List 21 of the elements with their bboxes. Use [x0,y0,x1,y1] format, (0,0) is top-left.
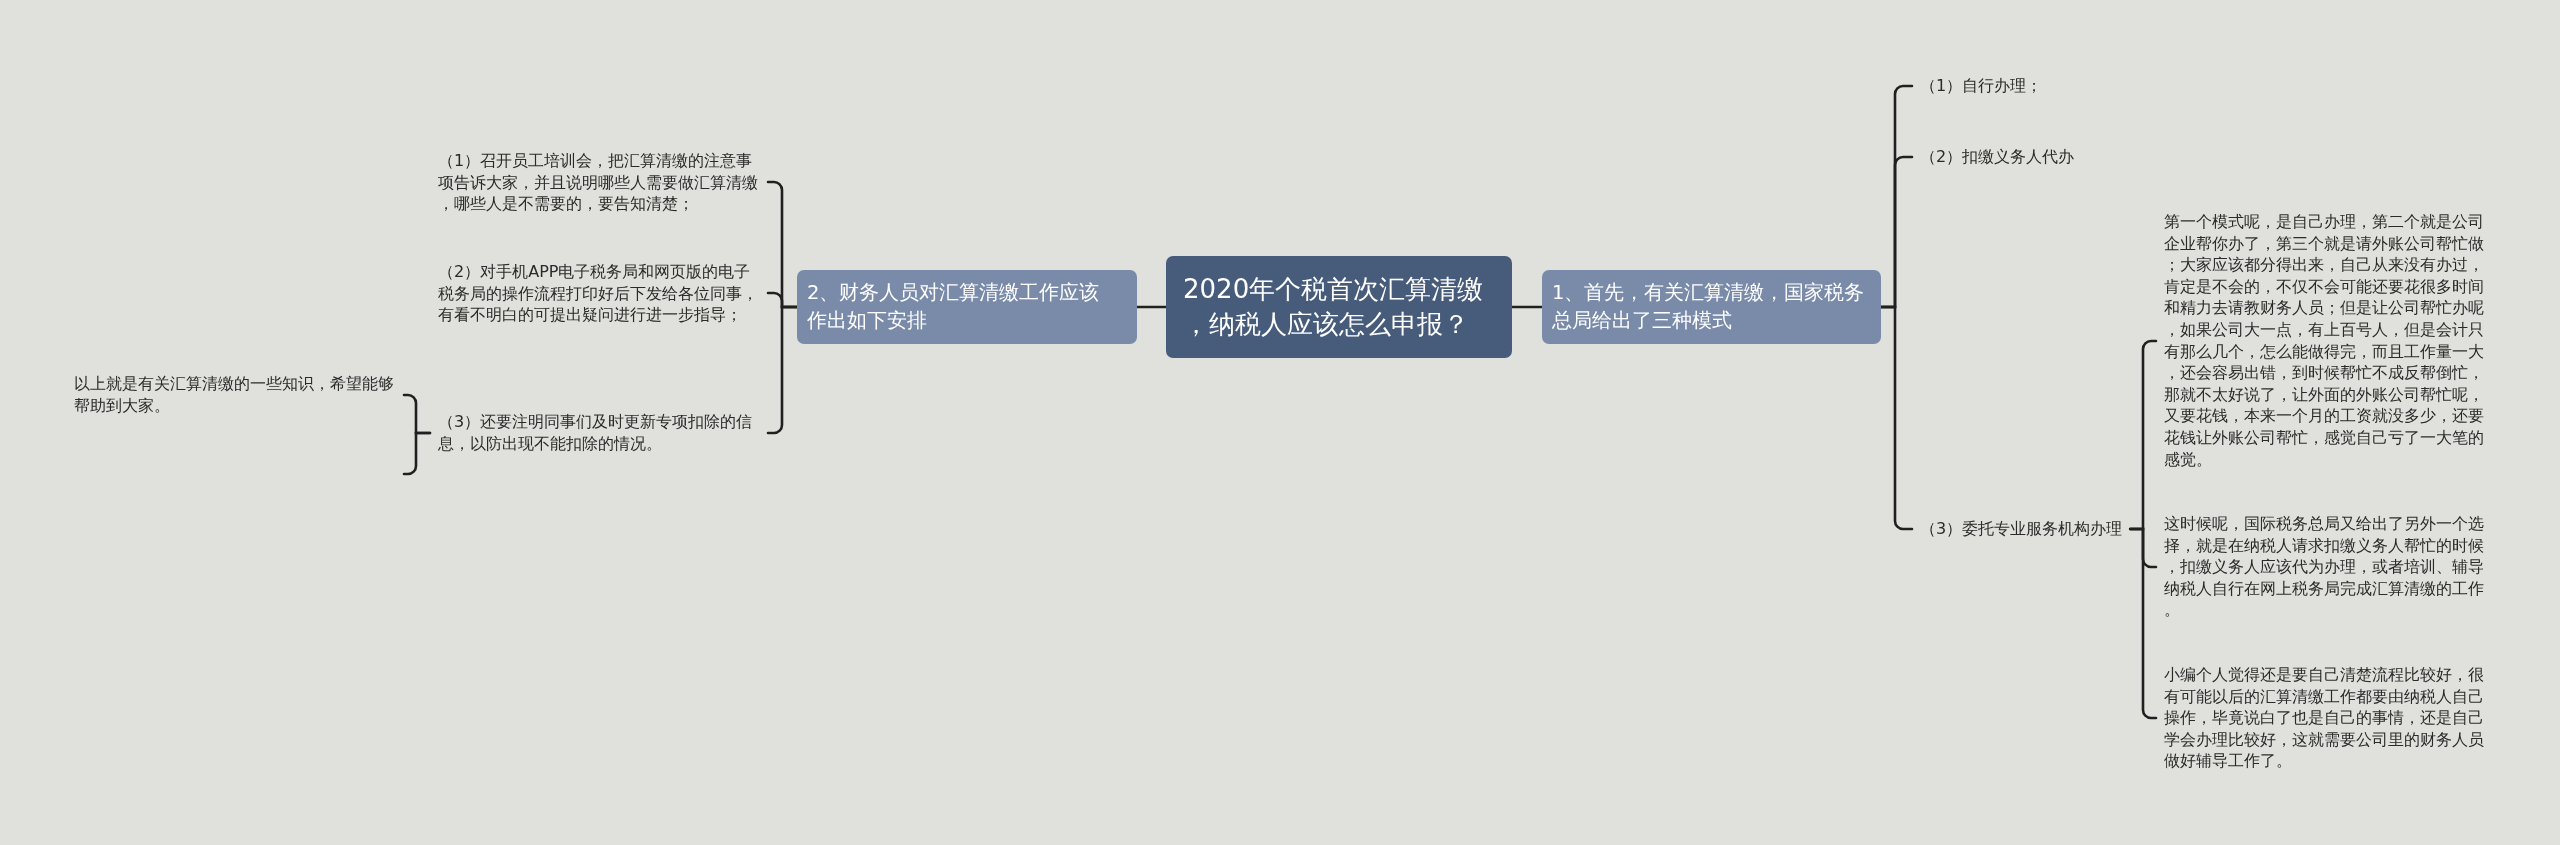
topic-text: 小编个人觉得还是要自己清楚流程比较好，很有可能以后的汇算清缴工作都要由纳税人自己操作，毕竟说白了也是自己的事情，还是自己学会办理比较好，这就需要公司里的财务人员做好辅导工作了。 [2156,664,2494,772]
topic-box [1542,270,1881,344]
connector-line [1135,305,1168,309]
topic-box [797,270,1137,344]
topic-text: （2）扣缴义务人代办 [1912,146,2083,168]
topic-text: （3）委托专业服务机构办理 [1912,518,2131,540]
central-topic-box [1166,256,1512,358]
topic-text: 以上就是有关汇算清缴的一些知识，希望能够帮助到大家。 [66,373,404,417]
topic-text: （1）召开员工培训会，把汇算清缴的注意事项告诉大家，并且说明哪些人需要做汇算清缴，哪些人是不需要的，要告知清楚； [430,149,768,215]
connector-line [1879,305,1914,531]
topic-text: 1、首先，有关汇算清缴，国家税务总局给出了三种模式 [1552,280,1866,334]
connector-line [402,431,432,476]
connector-line [1510,305,1544,309]
topic-text: （1）自行办理； [1912,75,2051,97]
connector-line [766,305,799,435]
topic-text: 第一个模式呢，是自己办理，第二个就是公司企业帮你办了，第三个就是请外账公司帮忙做；大家应该都分得出来，自己从来没有办过，肯定是不会的，不仅不会可能还要花很多时间和精力去请教财务人员；但是让公司帮忙办呢，如果公司大一点，有上百号人，但是会计只有那么几个，怎么能做得完，而且工作量一大，还会容易出错，到时候帮忙不成反帮倒忙，那就不太好说了，让外面的外账公司帮忙呢，又要花钱，本来一个月的工资就没多少，还要花钱让外账公司帮忙，感觉自己亏了一大笔的感觉。 [2156,211,2494,471]
central-topic-text: 2020年个税首次汇算清缴，纳税人应该怎么申报？ [1183,273,1485,341]
topic-text: （2）对手机APP电子税务局和网页版的电子税务局的操作流程打印好后下发给各位同事，有看不明白的可提出疑问进行进一步指导； [430,260,768,326]
topic-text: 2、财务人员对汇算清缴工作应该作出如下安排 [807,280,1101,334]
topic-text: （3）还要注明同事们及时更新专项扣除的信息，以防出现不能扣除的情况。 [430,411,768,455]
topic-text: 这时候呢，国际税务总局又给出了另外一个选择，就是在纳税人请求扣缴义务人帮忙的时候，扣缴义务人应该代为办理，或者培训、辅导纳税人自行在网上税务局完成汇算清缴的工作。 [2156,513,2494,621]
